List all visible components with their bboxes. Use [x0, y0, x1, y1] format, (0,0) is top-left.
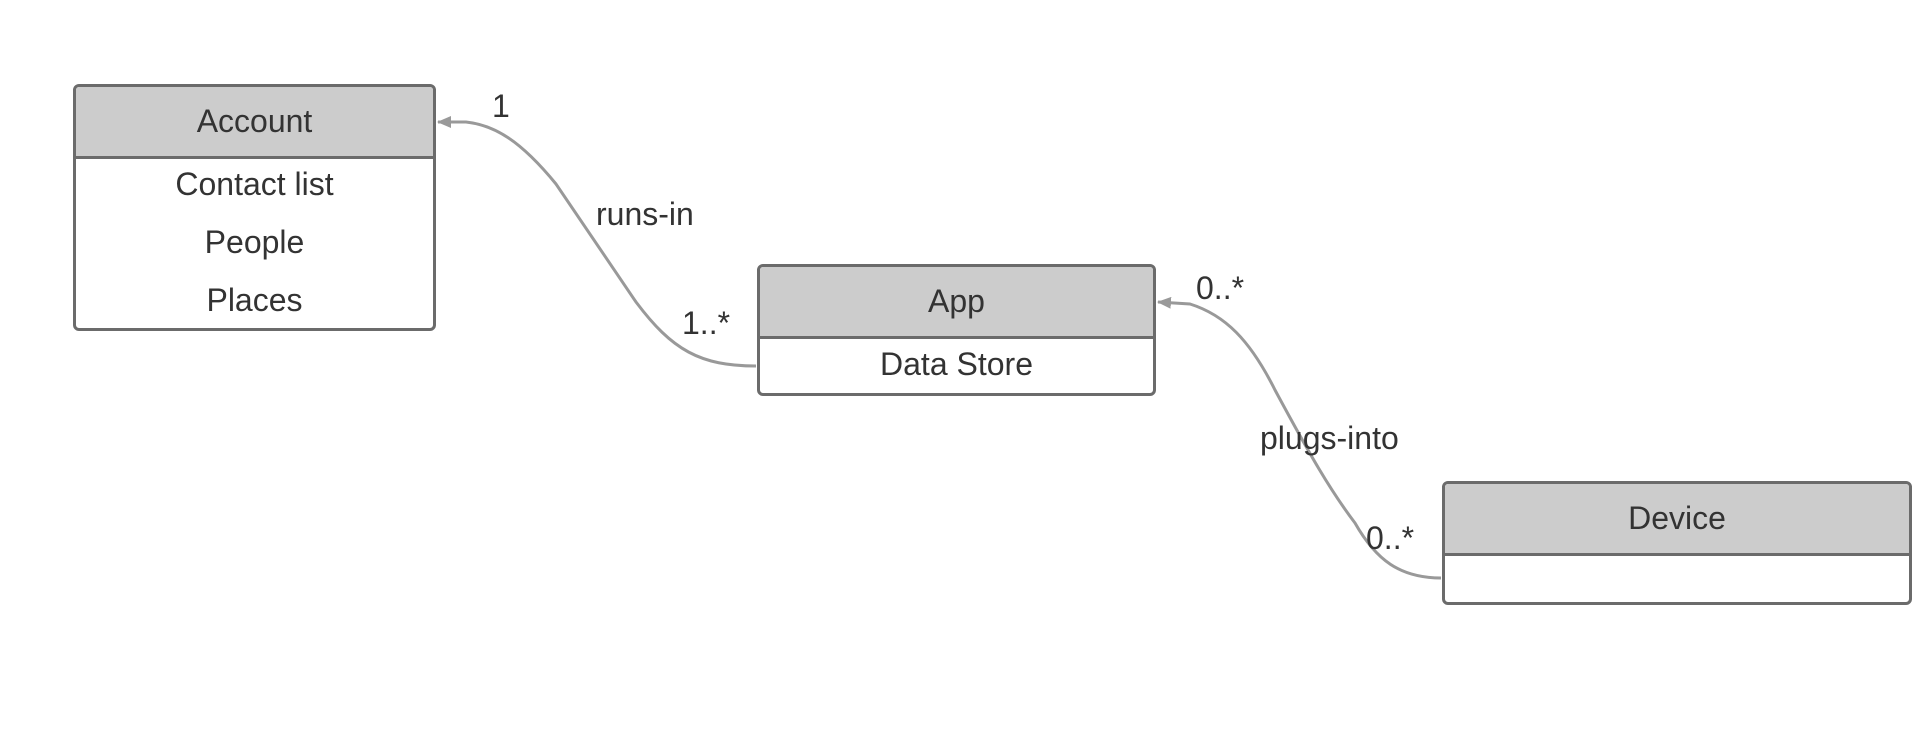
- app-class-name: App: [760, 267, 1153, 339]
- runs-in-multiplicity-account: 1: [492, 88, 510, 124]
- plugs-into-connector[interactable]: [1157, 296, 1442, 580]
- runs-in-connector[interactable]: [437, 116, 757, 368]
- app-attribute: Data Store: [880, 346, 1033, 382]
- account-attribute: People: [204, 224, 305, 260]
- runs-in-multiplicity-app: 1..*: [682, 305, 731, 341]
- account-attribute: Places: [206, 282, 303, 318]
- app-attributes: Data Store: [760, 339, 1153, 393]
- device-class[interactable]: Device: [1442, 481, 1912, 605]
- device-class-name: Device: [1445, 484, 1909, 556]
- account-attribute: Contact list: [175, 166, 334, 202]
- plugs-into-multiplicity-device: 0..*: [1366, 520, 1415, 556]
- runs-in-label: runs-in: [596, 196, 694, 232]
- account-attributes: Contact list People Places: [76, 159, 433, 328]
- account-class[interactable]: Account Contact list People Places: [73, 84, 436, 331]
- account-class-name: Account: [76, 87, 433, 159]
- plugs-into-label: plugs-into: [1260, 420, 1399, 456]
- plugs-into-multiplicity-app: 0..*: [1196, 270, 1245, 306]
- app-class[interactable]: App Data Store: [757, 264, 1156, 396]
